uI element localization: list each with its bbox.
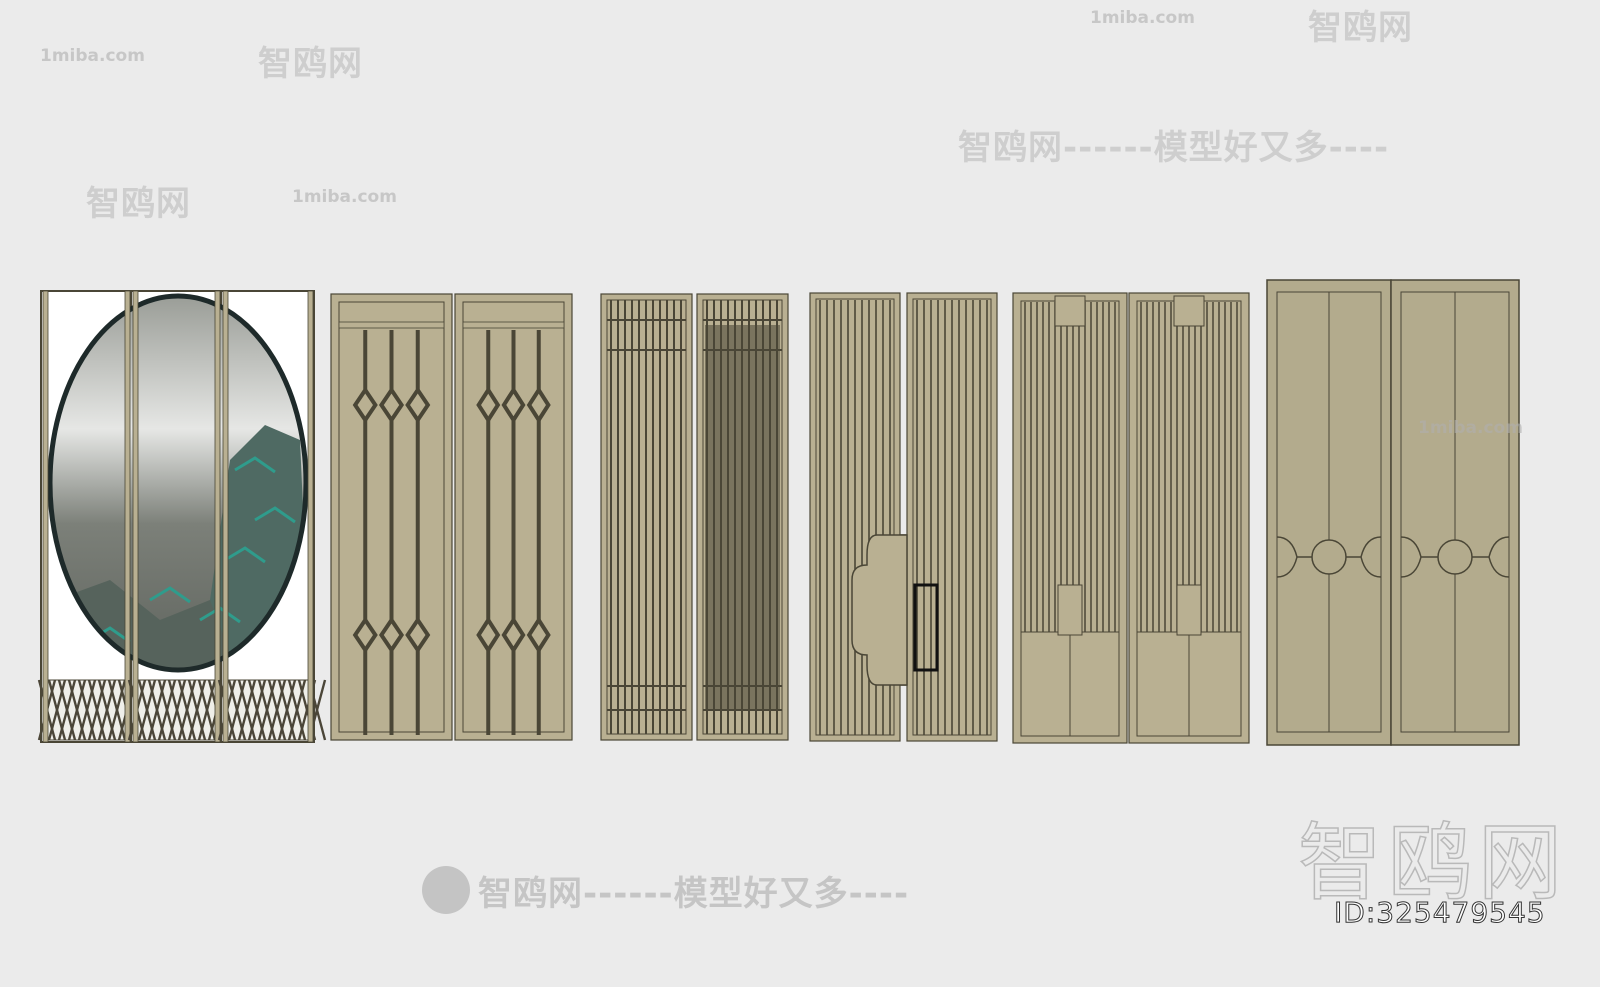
lattice-line xyxy=(501,330,516,735)
lattice-line xyxy=(476,330,491,735)
model-id-label: ID:325479545 xyxy=(1334,896,1546,930)
stile xyxy=(124,290,131,743)
lattice-panel xyxy=(454,293,573,741)
watermark-brand: 智鸥网 xyxy=(86,184,191,224)
painting-accent xyxy=(149,586,191,604)
screen-geometric xyxy=(330,293,573,741)
watermark-logo-icon xyxy=(422,866,470,914)
painting-accent xyxy=(254,506,296,524)
slat-panel xyxy=(600,293,693,741)
lattice-line xyxy=(537,388,551,652)
rail xyxy=(462,321,565,329)
lattice-line xyxy=(363,388,378,652)
medallion-arcs xyxy=(1400,536,1510,578)
screen-medallion xyxy=(1266,279,1520,746)
top-notch xyxy=(1173,295,1205,327)
stile xyxy=(42,290,49,743)
watermark-brand: 智鸥网 xyxy=(1308,8,1413,48)
door-handle xyxy=(913,583,939,672)
stile xyxy=(214,290,221,743)
watermark-site: 1miba.com xyxy=(1090,8,1195,28)
painting-accent xyxy=(224,546,266,564)
watermark-site: 1miba.com xyxy=(292,187,397,207)
watermark-site: 1miba.com xyxy=(1418,418,1523,438)
watermark-site: 1miba.com xyxy=(40,46,145,66)
lattice-line xyxy=(352,330,368,735)
lattice-line xyxy=(389,388,405,652)
medallion-arcs xyxy=(1276,536,1382,578)
lattice-line xyxy=(416,388,431,652)
watermark-brand-large: 智鸥网 xyxy=(1297,813,1569,913)
watermark-brand: 智鸥网 xyxy=(258,44,363,84)
stile xyxy=(307,290,314,743)
screen-painting xyxy=(37,290,327,743)
ruyi-plate xyxy=(851,534,908,686)
lattice-panel xyxy=(330,293,453,741)
slat-panel xyxy=(696,293,789,741)
ruyi-panel xyxy=(851,292,998,742)
lattice-line xyxy=(486,388,501,652)
slat-solid-panel xyxy=(1012,292,1128,744)
handle-block xyxy=(1057,584,1083,636)
watermark-slogan: 智鸥网------模型好又多---- xyxy=(478,874,910,914)
oval-frame xyxy=(47,293,309,673)
lattice-line xyxy=(526,330,541,735)
handle-block xyxy=(1176,584,1202,636)
lattice-line xyxy=(511,388,526,652)
stile xyxy=(222,290,229,743)
stile xyxy=(132,290,139,743)
screen-slat-solid xyxy=(1012,292,1250,744)
lattice-line xyxy=(405,330,420,735)
painting-accent xyxy=(234,456,276,474)
lattice-line xyxy=(378,330,394,735)
watermark-slogan: 智鸥网------模型好又多---- xyxy=(958,128,1390,168)
rail xyxy=(338,321,445,329)
slat-solid-panel xyxy=(1128,292,1250,744)
screen-slats xyxy=(600,293,789,741)
top-notch xyxy=(1054,295,1086,327)
screen-ruyi xyxy=(809,292,998,742)
medallion-panel xyxy=(1390,279,1520,746)
medallion-panel xyxy=(1266,279,1392,746)
